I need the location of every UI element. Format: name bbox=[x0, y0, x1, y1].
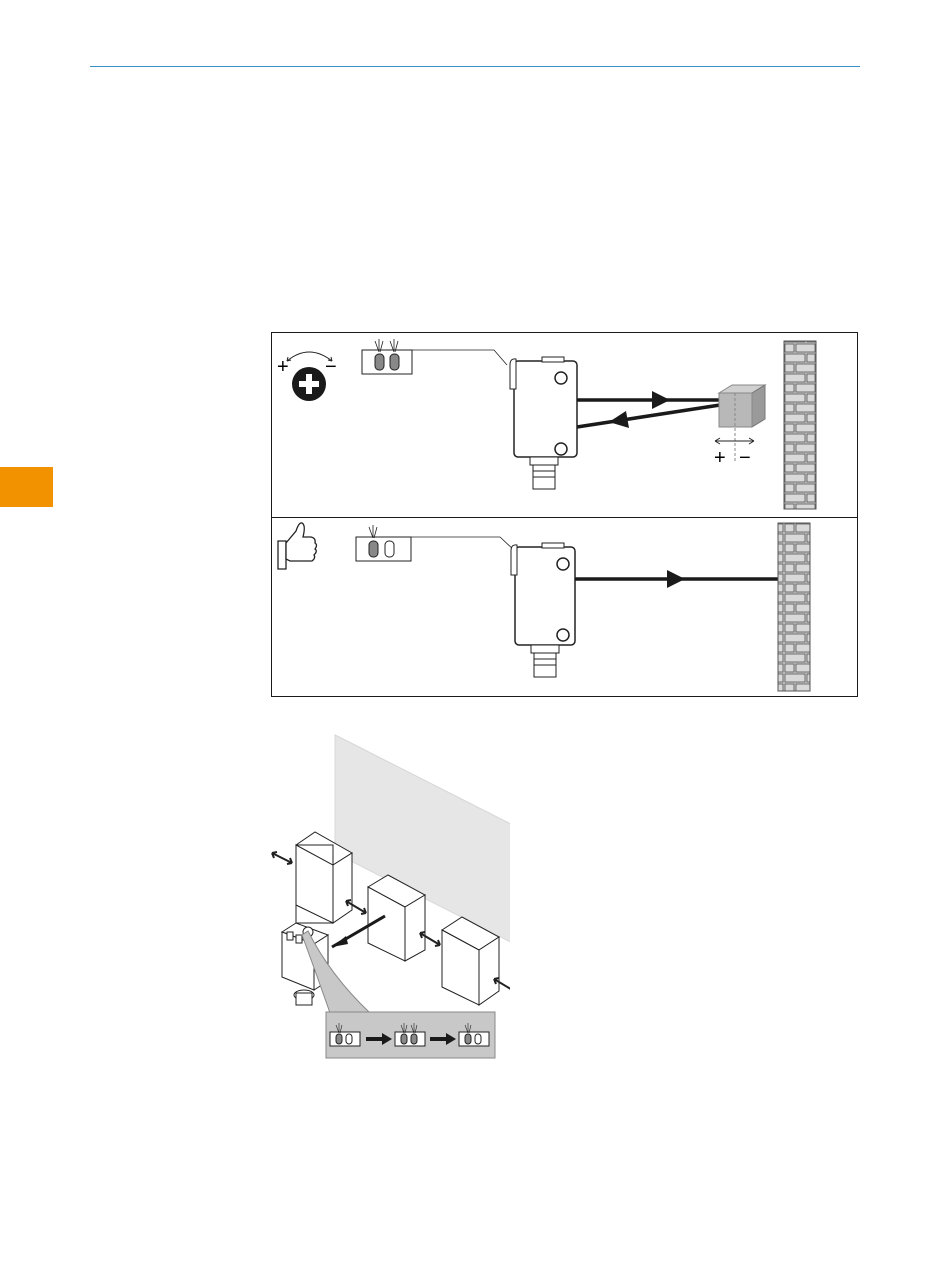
indicator-one-led bbox=[356, 525, 515, 561]
setup-diagram-panel: + − bbox=[271, 332, 858, 697]
setup-diagram: + − bbox=[272, 333, 859, 698]
object-plus-label: + bbox=[714, 447, 726, 469]
sensor-body bbox=[510, 357, 577, 489]
sensor-body-step2 bbox=[511, 543, 575, 677]
plus-label: + bbox=[277, 356, 289, 378]
chapter-tab bbox=[0, 467, 53, 507]
minus-label: − bbox=[325, 356, 337, 378]
background-wall bbox=[784, 341, 816, 509]
indicator-sequence bbox=[326, 1012, 495, 1058]
indicator-two-leds bbox=[362, 339, 507, 374]
teach-in-isometric-diagram bbox=[260, 725, 510, 1065]
header-rule bbox=[90, 66, 860, 67]
background-wall-step2 bbox=[778, 523, 810, 691]
object-minus-label: − bbox=[739, 447, 751, 469]
thumbs-up-icon bbox=[278, 523, 317, 569]
